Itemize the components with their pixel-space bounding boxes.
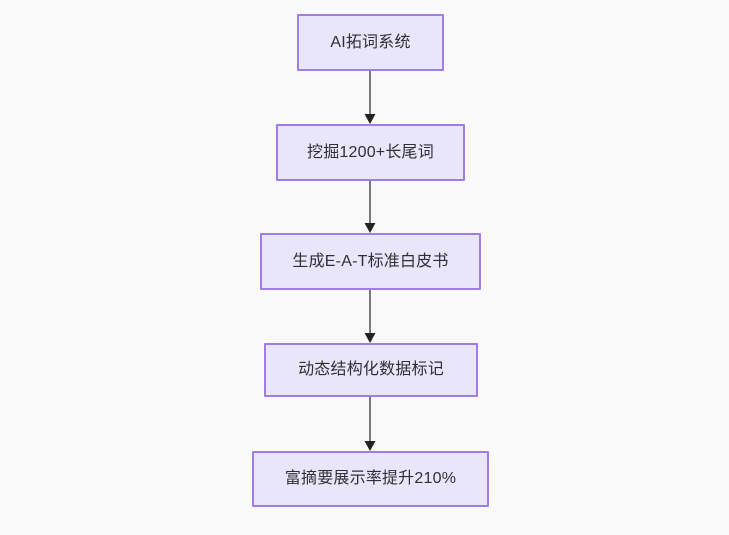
flowchart-node-label: 生成E-A-T标准白皮书 (292, 252, 449, 270)
flowchart-node-mine-longtail-keywords[interactable]: 挖掘1200+长尾词 (276, 124, 465, 181)
flowchart-node-ai-keyword-system[interactable]: AI拓词系统 (297, 14, 444, 71)
flowchart-node-generate-eat-whitepaper[interactable]: 生成E-A-T标准白皮书 (260, 233, 481, 290)
flowchart-node-dynamic-structured-data-markup[interactable]: 动态结构化数据标记 (264, 343, 478, 397)
flowchart-node-label: 富摘要展示率提升210% (284, 470, 457, 488)
flowchart-node-label: 挖掘1200+长尾词 (307, 143, 434, 161)
flowchart-node-label: AI拓词系统 (330, 33, 411, 51)
flowchart-node-label: 动态结构化数据标记 (298, 361, 444, 379)
edge-n3-n4 (358, 290, 382, 343)
edge-n4-n5 (358, 397, 382, 451)
edge-n1-n2 (358, 71, 382, 124)
flowchart-node-rich-snippet-rate-increase[interactable]: 富摘要展示率提升210% (252, 451, 489, 507)
edge-n2-n3 (358, 181, 382, 233)
